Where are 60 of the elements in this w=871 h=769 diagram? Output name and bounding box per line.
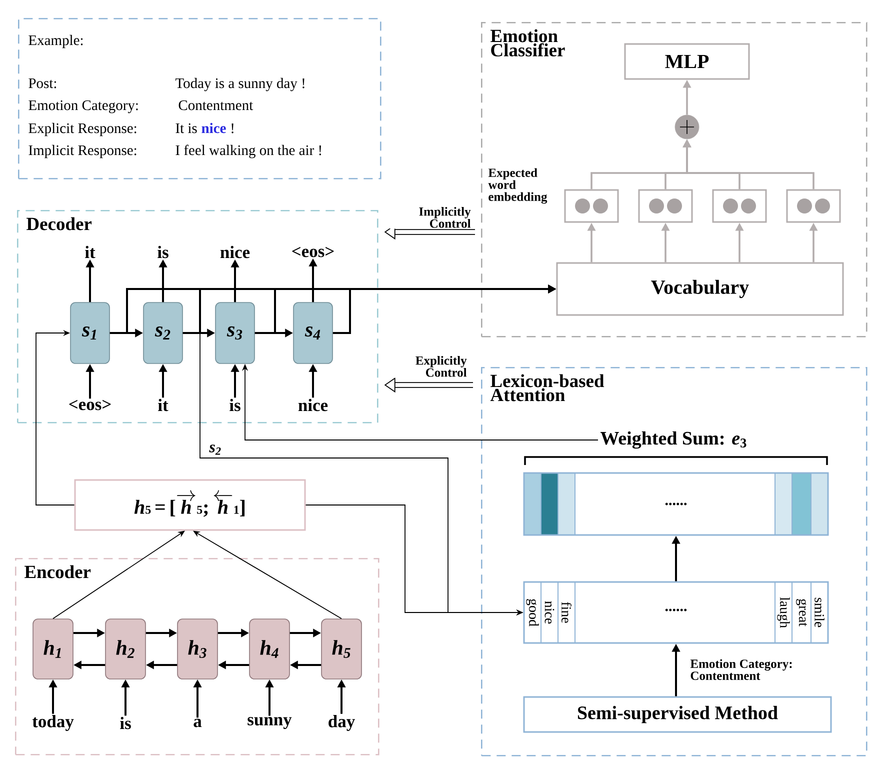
example-panel [18,18,382,180]
word-vector: good nice fine ...... laugh great smile [523,581,829,644]
mlp-box: MLP [624,43,750,80]
encoder-panel [15,558,380,756]
example-text: Contentment [178,100,254,110]
state-cell: h$_{5}$ [321,618,362,680]
weight-vector: ...... [523,472,829,536]
state-cell: h$_{4}$ [249,618,290,680]
word-label: a [194,718,202,728]
state-cell: h$_{3}$ [177,618,218,680]
edge-label: Explicitly Control [416,356,467,377]
word-label: is [230,398,240,412]
example-text: Emotion Category: [28,100,138,114]
example-text: Implicit Response: [28,144,136,158]
example-text: Explicit Response: [28,122,136,136]
state-cell: s$_{4}$ [293,302,333,364]
decoder-panel [17,210,378,424]
attention-panel [481,367,868,756]
word-label: nice [220,246,250,258]
example-text: nice [202,122,226,134]
example-text: ! [232,124,234,134]
panel-heading: Lexicon-based Attention [490,374,604,402]
panel-heading: Decoder [26,217,92,230]
edge-label: s$_{2}$ [209,444,221,455]
classifier-panel [481,22,868,338]
example-text: Post: [28,78,56,88]
word-label: it [85,246,96,258]
sum-circle [674,114,700,140]
state-cell: s$_{3}$ [215,302,255,364]
state-cell: s$_{1}$ [70,302,110,364]
state-cell: h$_{1}$ [32,618,74,680]
arrow [36,330,75,506]
formula-box: $\mbox{\textbf{\textit{h}}\fontsize{12}{12}\selectfont\textbf{5}}\mbox{\textbf{\,=\,[}}\overrightarrow{\mbox{\textbf{\textit{h}}}}\mbox{\fontsize{12}{12}\selectfont\textbf{5}}\mbox{\textbf{;\,}}\overleftarrow{\mbox{\textbf{\textit{h}}}}\mbox{\fontsize{12}{12}\selectfont\textbf{1}}\mbox{\textbf{]}}$ [74,479,306,531]
panel-heading: Emotion Classifier [490,29,565,56]
embedding-box [786,189,841,223]
word-label: sunny [248,716,292,729]
vocabulary-box: Vocabulary [556,262,844,316]
word-label: is [158,246,168,258]
word-label: it [158,398,168,412]
sum-label: Weighted Sum: e$_{3}$ [600,431,746,449]
example-text: Example: [28,34,83,48]
word-label: <eos> [69,400,111,410]
example-text: It is [176,123,197,134]
word-label: today [32,715,74,731]
note-label: Expected word embedding [488,168,548,204]
state-cell: h$_{2}$ [105,618,146,680]
panel-heading: Encoder [24,565,91,578]
word-label: <eos> [292,246,334,258]
word-label: nice [298,398,328,412]
edge-label: Emotion Category: Contentment [690,659,792,680]
example-text: I feel walking on the air ! [176,144,322,158]
method-box: Semi-supervised Method [523,696,832,733]
embedding-box [712,189,767,223]
example-text: Today is a sunny day ! [175,78,304,92]
edge-label: Implicitly Control [419,207,471,228]
embedding-box [638,189,693,223]
state-cell: s$_{2}$ [143,302,183,364]
word-label: is [120,716,131,730]
embedding-box [564,189,619,223]
word-label: day [328,715,355,731]
